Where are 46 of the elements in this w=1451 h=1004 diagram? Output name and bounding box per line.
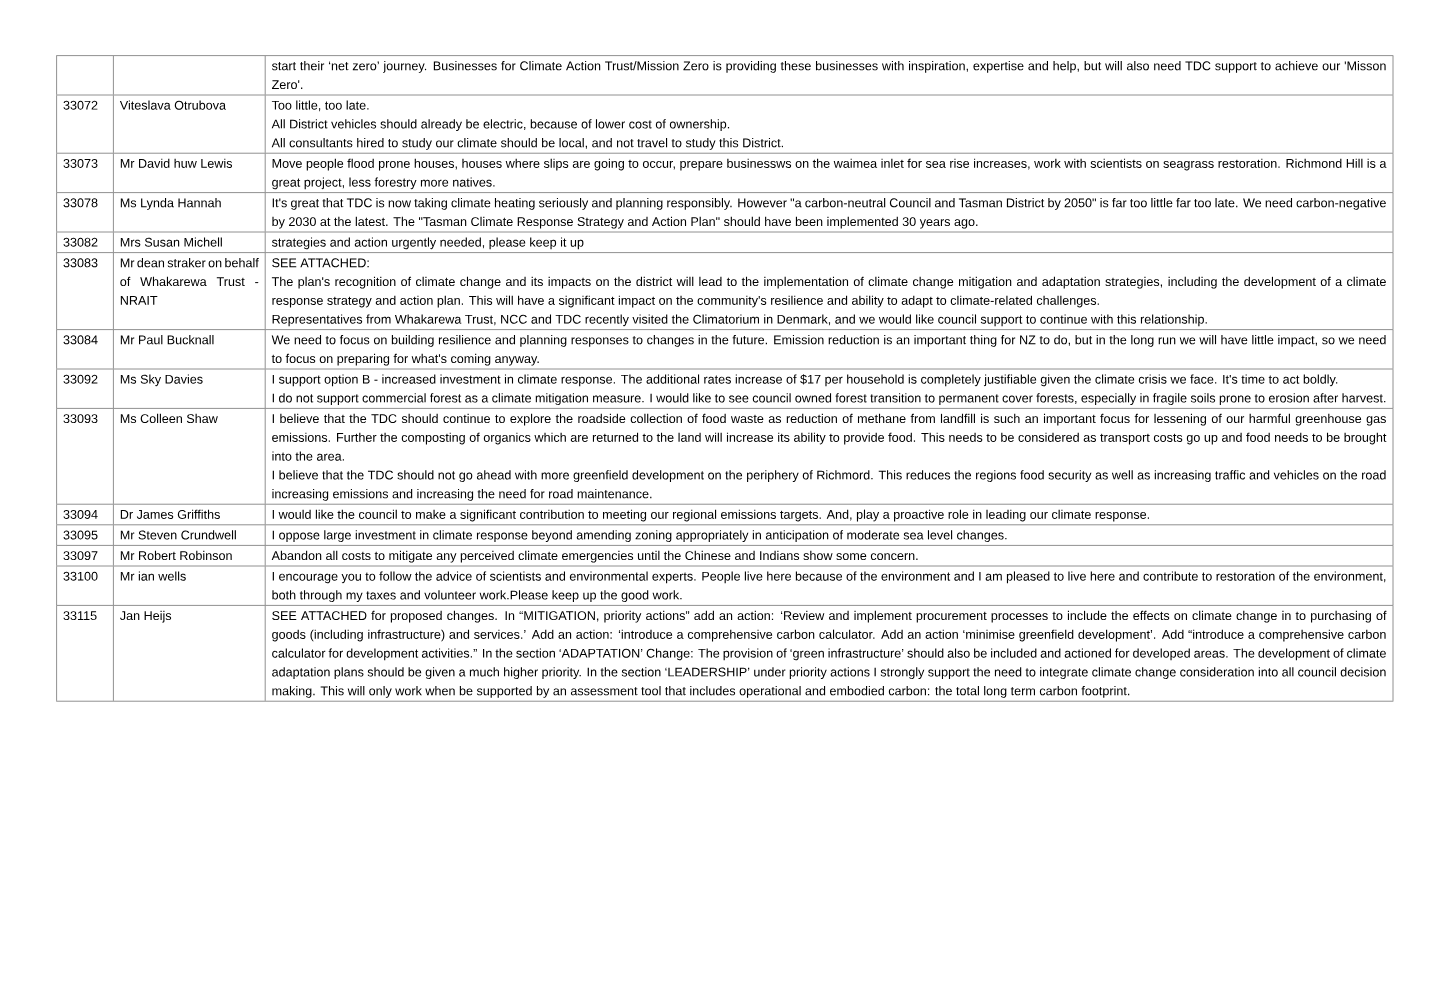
submission-id: 33082 bbox=[63, 237, 98, 247]
comment-text: The plan's recognition of climate change and its impacts on the district will lead to the implementation of climate change mitigation and adaptation strategies, including the development of a climate response strategy and action plan. This will have a significant impact on the community's resilience and ability to adapt to climate-related challenges. bbox=[271, 276, 1386, 308]
comment-text: Representatives from Whakarewa Trust, NCC and TDC recently visited the Climatorium in Denmark, and we would like council support to continue with this relationship. bbox=[272, 314, 1207, 327]
comment-text: I oppose large investment in climate response beyond amending zoning appropriately in anticipation of moderate sea level changes. bbox=[272, 530, 1007, 542]
comment-text: Too little, too late. bbox=[271, 100, 369, 112]
submitter-name: Mrs Susan Michell bbox=[120, 237, 222, 247]
submission-id: 33084 bbox=[63, 335, 98, 345]
comment-text: It's great that TDC is now taking climate heating seriously and planning responsibly. However "a carbon-neutral Council and Tasman District by 2050" is far too little far too late. We need carbon-negative by 2030 at the latest. The "Tasman Climate Response Strategy and Action Plan" should have been implemented 30 years ago. bbox=[272, 198, 1386, 229]
submission-id: 33073 bbox=[63, 158, 98, 168]
submitter-name: Ms Lynda Hannah bbox=[120, 198, 221, 210]
submission-id: 33072 bbox=[63, 100, 98, 110]
submission-id: 33100 bbox=[63, 571, 98, 581]
submitter-name: Ms Sky Davies bbox=[120, 374, 203, 387]
submission-id: 33094 bbox=[63, 509, 98, 519]
submitter-name: Viteslava Otrubova bbox=[119, 100, 226, 110]
submission-id: 33078 bbox=[63, 198, 98, 208]
submission-id: 33093 bbox=[63, 414, 98, 424]
comment-text: All District vehicles should already be electric, because of lower cost of ownership. bbox=[271, 119, 730, 131]
submission-id: 33097 bbox=[63, 551, 98, 561]
comment-text: strategies and action urgently needed, please keep it up bbox=[271, 237, 584, 250]
comment-text: I support option B - increased investment in climate response. The additional rates increase of $17 per household is completely justifiable given the climate crisis we face. It's time to act boldly. bbox=[272, 374, 1338, 387]
submitter-name: Ms Colleen Shaw bbox=[120, 413, 218, 424]
comment-text: Move people flood prone houses, houses where slips are going to occur, prepare businessws on the waimea inlet for sea rise increases, work with scientists on seagrass restoration. Richmond Hill is a great project, less forestry more natives. bbox=[272, 158, 1387, 190]
submission-id: 33083 bbox=[63, 258, 98, 268]
comment-text: SEE ATTACHED: bbox=[272, 258, 369, 268]
comment-text: I would like the council to make a significant contribution to meeting our regional emissions targets. And, play a proactive role in leading our climate response. bbox=[272, 509, 1150, 522]
comment-text: I encourage you to follow the advice of scientists and environmental experts. People live here because of the environment and I am pleased to live here and contribute to restoration of the environment, both through my taxes and volunteer work.Please keep up the good work. bbox=[272, 571, 1386, 602]
submitter-name: Mr Robert Robinson bbox=[120, 550, 232, 561]
submitter-name: Jan Heijs bbox=[120, 610, 172, 623]
submitter-name: Mr dean straker on behalf of Whakarewa Trust - NRAIT bbox=[120, 258, 259, 305]
comment-text: Abandon all costs to mitigate any perceived climate emergencies until the Chinese and Indians show some concern. bbox=[271, 550, 918, 563]
comment-text: I believe that the TDC should continue to explore the roadside collection of food waste as reduction of methane from landfill is such an important focus for lessening of our harmful greenhouse gas emissions. Further the composting of organics which are returned to the land will increase its ability to provide food. This needs to be considered as transport costs go up and food needs to be brought into the area. bbox=[272, 413, 1387, 461]
submission-id: 33115 bbox=[63, 611, 97, 621]
comment-text: SEE ATTACHED for proposed changes. In “MITIGATION, priority actions” add an action: ‘Review and implement procurement processes to include the effects on climate change in to purchasing of goods (including infrastructure) and services.’ Add an action: ‘introduce a comprehensive carbon calculator. Add an action ‘minimise greenfield development’. Add “introduce a comprehensive carbon calculator for development activities.” In the section ‘ADAPTATION’ Change: The provision of ‘green infrastructure’ should also be included and actioned for developed areas. The development of climate adaptation plans should be given a much higher priority. In the section ‘LEADERSHIP’ under priority actions I strongly support the need to integrate climate change consideration into all council decision making. This will only work when be supported by an assessment tool that includes operational and embodied carbon: the total long term carbon footprint. bbox=[272, 610, 1387, 698]
comment-text: We need to focus on building resilience and planning responses to changes in the future. Emission reduction is an important thing for NZ to do, but in the long run we will have little impact, so we need to focus on preparing for what's coming anyway. bbox=[271, 335, 1386, 366]
submitter-name: Mr David huw Lewis bbox=[120, 158, 233, 168]
comment-text: I believe that the TDC should not go ahead with more greenfield development on the periphery of Richmord. This reduces the regions food security as well as increasing traffic and vehicles on the road increasing emissions and increasing the need for road maintenance. bbox=[272, 470, 1386, 501]
submitter-name: Mr ian wells bbox=[120, 571, 186, 581]
comment-text: start their ‘net zero’ journey. Businesses for Climate Action Trust/Mission Zero is providing these businesses with inspiration, expertise and help, but will also need TDC support to achieve our 'Misson Zero'. bbox=[271, 61, 1386, 90]
submitter-name: Mr Paul Bucknall bbox=[120, 335, 214, 345]
comment-text: I do not support commercial forest as a climate mitigation measure. I would like to see council owned forest transition to permanent cover forests, especially in fragile soils prone to erosion after harvest. bbox=[272, 393, 1386, 405]
comment-text: All consultants hired to study our climate should be local, and not travel to study this District. bbox=[271, 138, 784, 150]
submission-id: 33095 bbox=[63, 530, 98, 540]
submitter-name: Mr Steven Crundwell bbox=[120, 530, 236, 540]
submitter-name: Dr James Griffiths bbox=[120, 509, 220, 519]
submission-id: 33092 bbox=[63, 374, 98, 384]
